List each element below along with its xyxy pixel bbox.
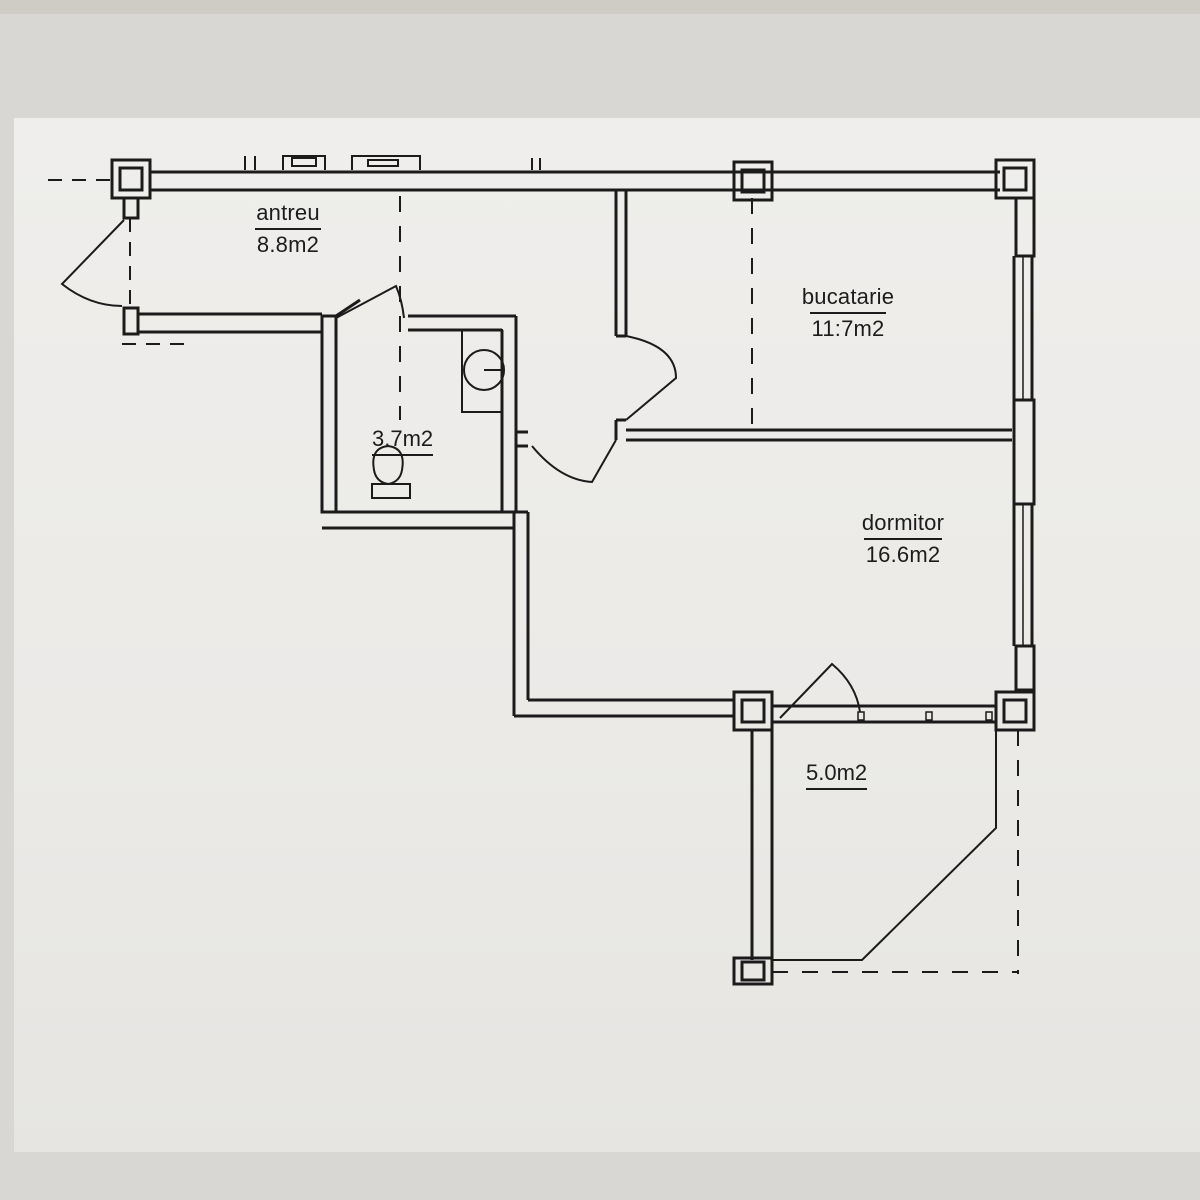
paper-sheet (14, 118, 1200, 1152)
room-antreu: antreu 8.8m2 (238, 198, 338, 260)
column-top-right (994, 158, 1036, 258)
room-balcon-area: 5.0m2 (806, 760, 868, 790)
bedroom-walls (512, 512, 734, 718)
column-bottom-mid (732, 690, 774, 732)
column-bottom-right (994, 690, 1036, 732)
column-top-mid (732, 160, 774, 202)
bathroom-fixtures (371, 329, 505, 499)
room-area: 11:7m2 (809, 312, 887, 344)
antreu-bottom-wall (138, 312, 322, 334)
room-name: dormitor (861, 510, 945, 535)
antreu-entry (60, 218, 190, 345)
balcony-walls (750, 730, 1019, 974)
balcony-wall (772, 662, 996, 724)
bathroom-walls (320, 284, 528, 530)
room-baie-area: 3.7m2 (372, 426, 434, 456)
top-paper-edge (0, 0, 1200, 14)
top-exterior-wall (150, 170, 1000, 192)
kitchen-walls (614, 190, 1012, 442)
right-exterior-wall (1012, 256, 1036, 692)
room-name: bucatarie (801, 284, 895, 309)
top-wall-fixtures (244, 155, 541, 170)
room-area: 8.8m2 (254, 228, 322, 260)
room-name: antreu (256, 200, 320, 225)
room-area: 16.6m2 (863, 538, 943, 570)
bedroom-door-swing (531, 439, 617, 484)
room-dormitor: dormitor 16.6m2 (838, 508, 968, 570)
column-top-left (110, 158, 152, 220)
column-balcony (732, 956, 774, 986)
room-bucatarie: bucatarie 11:7m2 (778, 282, 918, 344)
